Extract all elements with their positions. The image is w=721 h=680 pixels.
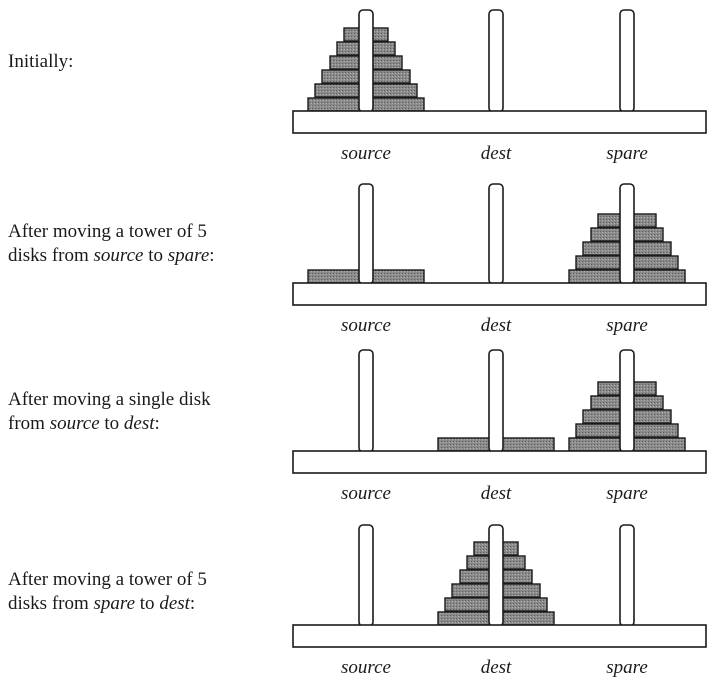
panel-1: source dest spare <box>292 9 707 164</box>
panel-3: source dest spare <box>292 349 707 504</box>
panel-2: source dest spare <box>292 183 707 336</box>
peg-label-source: source <box>341 143 391 164</box>
peg-label-source: source <box>341 315 391 336</box>
caption-text: : <box>209 245 215 266</box>
caption-line: After moving a single disk <box>8 388 211 412</box>
caption-peg-name: spare <box>167 245 210 266</box>
peg-label-spare: spare <box>606 657 648 678</box>
peg-label-dest: dest <box>481 315 512 336</box>
caption-peg-name: spare <box>93 593 136 614</box>
peg-spare <box>619 9 635 113</box>
caption-peg-name: dest <box>159 593 190 614</box>
caption-text: After moving a tower of 5 <box>8 569 207 590</box>
caption-peg-name: source <box>93 245 144 266</box>
caption-line: After moving a tower of 5 <box>8 568 207 592</box>
peg-label-dest: dest <box>481 657 512 678</box>
peg-label-source: source <box>341 657 391 678</box>
peg-source <box>358 183 374 285</box>
caption-line: from source to dest: <box>8 412 211 436</box>
caption-text: After moving a tower of 5 <box>8 221 207 242</box>
caption-peg-name: dest <box>123 413 155 434</box>
peg-spare <box>619 524 635 627</box>
caption-text: Initially: <box>8 51 74 72</box>
peg-dest <box>488 349 504 453</box>
caption-peg-name: source <box>49 413 100 434</box>
panel-1-caption: Initially: <box>8 50 73 74</box>
peg-dest <box>488 9 504 113</box>
caption-text: : <box>154 413 160 434</box>
tower-base <box>292 450 707 474</box>
peg-source <box>358 349 374 453</box>
peg-label-dest: dest <box>481 483 512 504</box>
peg-source <box>358 524 374 627</box>
caption-text: disks from <box>8 245 94 266</box>
caption-text: from <box>8 413 50 434</box>
peg-spare <box>619 183 635 285</box>
tower-base <box>292 282 707 306</box>
caption-text: disks from <box>8 593 94 614</box>
caption-text: : <box>189 593 196 614</box>
peg-label-spare: spare <box>606 143 648 164</box>
caption-text: to <box>135 593 160 614</box>
caption-line: Initially: <box>8 50 73 74</box>
peg-label-dest: dest <box>481 143 512 164</box>
peg-label-source: source <box>341 483 391 504</box>
tower-base <box>292 624 707 648</box>
peg-dest <box>488 524 504 627</box>
caption-text: to <box>99 413 124 434</box>
peg-dest <box>488 183 504 285</box>
peg-label-spare: spare <box>606 315 648 336</box>
tower-base <box>292 110 707 134</box>
caption-text: to <box>143 245 168 266</box>
caption-line: disks from spare to dest: <box>8 592 207 616</box>
caption-line: After moving a tower of 5 <box>8 220 215 244</box>
caption-text: After moving a single disk <box>8 389 211 410</box>
panel-4: source dest spare <box>292 524 707 678</box>
peg-source <box>358 9 374 113</box>
peg-spare <box>619 349 635 453</box>
peg-label-spare: spare <box>606 483 648 504</box>
caption-line: disks from source to spare: <box>8 244 215 268</box>
